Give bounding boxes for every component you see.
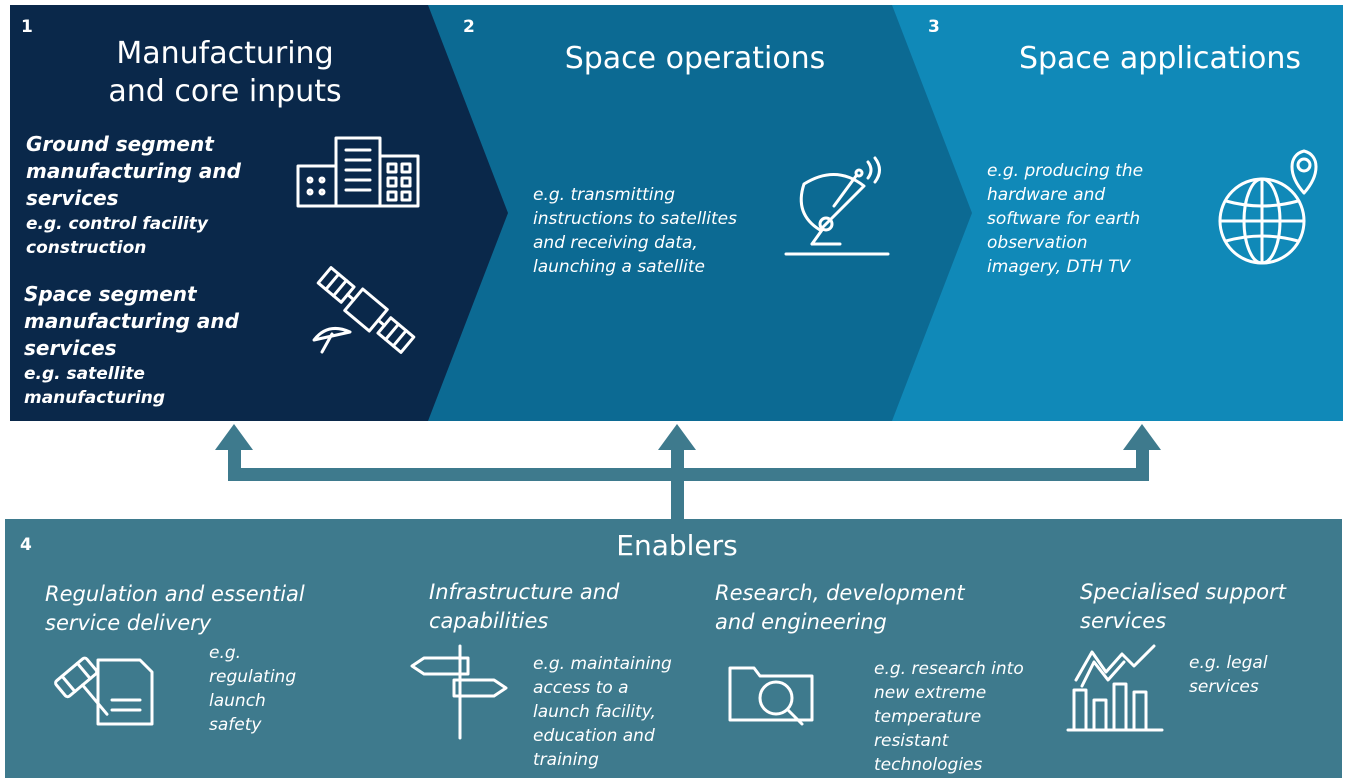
example-line: software for earth bbox=[987, 209, 1141, 229]
heading-line: Ground segment bbox=[26, 132, 214, 156]
bar-chart-icon bbox=[1066, 644, 1164, 732]
signpost-icon bbox=[410, 644, 508, 740]
globe-pin-icon bbox=[1218, 149, 1318, 265]
space-applications-example: e.g. producing the hardware and software… bbox=[987, 159, 1187, 279]
example-line: and receiving data, bbox=[533, 233, 698, 253]
enablers-panel bbox=[5, 519, 1342, 778]
enabler-infrastructure-example: e.g. maintaining access to a launch faci… bbox=[533, 652, 713, 772]
example-line: construction bbox=[26, 238, 147, 258]
heading-line: manufacturing and bbox=[24, 309, 239, 333]
example-line: access to a bbox=[533, 678, 629, 698]
panel-number-4: 4 bbox=[20, 535, 32, 555]
space-segment-example: e.g. satellite manufacturing bbox=[24, 362, 284, 410]
example-line: safety bbox=[209, 715, 262, 735]
panel-title-space-operations: Space operations bbox=[564, 41, 826, 76]
example-line: launch facility, bbox=[533, 702, 656, 722]
connector-horizontal bbox=[228, 468, 1149, 481]
example-line: e.g. satellite bbox=[24, 364, 145, 384]
arrow-to-space-operations bbox=[658, 424, 696, 450]
example-line: e.g. control facility bbox=[26, 214, 208, 234]
ground-segment-text: Ground segment manufacturing and service… bbox=[26, 131, 286, 260]
enablers-title: Enablers bbox=[616, 529, 738, 562]
title-line: Manufacturing bbox=[116, 36, 334, 71]
example-line: launching a satellite bbox=[533, 257, 706, 277]
connector-centre-vertical bbox=[671, 448, 684, 523]
example-line: imagery, DTH TV bbox=[987, 257, 1131, 277]
example-line: resistant bbox=[874, 731, 949, 751]
panel-title-manufacturing: Manufacturing and core inputs bbox=[70, 35, 380, 111]
example-line: e.g. maintaining bbox=[533, 654, 672, 674]
panel-number-2: 2 bbox=[463, 17, 475, 37]
arrow-to-manufacturing bbox=[215, 424, 253, 450]
example-line: services bbox=[1189, 677, 1259, 697]
panel-title-space-applications: Space applications bbox=[1018, 41, 1302, 76]
panel-number-1: 1 bbox=[21, 17, 33, 37]
space-segment-text: Space segment manufacturing and services… bbox=[24, 281, 284, 410]
title-line: and core inputs bbox=[108, 74, 342, 109]
gavel-document-icon bbox=[54, 656, 154, 726]
example-line: temperature bbox=[874, 707, 982, 727]
example-line: new extreme bbox=[874, 683, 987, 703]
satellite-icon bbox=[312, 266, 416, 354]
enabler-regulation-heading: Regulation and essential service deliver… bbox=[45, 580, 365, 638]
connector-arrows bbox=[215, 424, 1161, 523]
heading-line: Regulation and essential bbox=[45, 582, 305, 606]
enabler-regulation-example: e.g. regulating launch safety bbox=[209, 641, 329, 737]
enabler-infrastructure-heading: Infrastructure and capabilities bbox=[429, 578, 689, 636]
heading-line: services bbox=[24, 336, 117, 360]
arrow-to-space-applications bbox=[1123, 424, 1161, 450]
heading-line: Space segment bbox=[24, 282, 197, 306]
example-line: training bbox=[533, 750, 599, 770]
space-segment-heading: Space segment manufacturing and services bbox=[24, 281, 284, 362]
enabler-specialised-example: e.g. legal services bbox=[1189, 651, 1309, 699]
panel-space-applications-shape bbox=[862, 5, 1343, 421]
example-line: education and bbox=[533, 726, 655, 746]
panel-space-operations-shape bbox=[398, 5, 972, 421]
example-line: e.g. transmitting bbox=[533, 185, 676, 205]
ground-segment-example: e.g. control facility construction bbox=[26, 212, 286, 260]
heading-line: Specialised support bbox=[1080, 580, 1286, 604]
example-line: e.g. research into bbox=[874, 659, 1024, 679]
value-chain-panels bbox=[10, 5, 1343, 421]
heading-line: and engineering bbox=[715, 610, 887, 634]
example-line: technologies bbox=[874, 755, 983, 775]
example-line: instructions to satellites bbox=[533, 209, 737, 229]
panel-manufacturing-shape bbox=[10, 5, 508, 421]
example-line: manufacturing bbox=[24, 388, 166, 408]
heading-line: capabilities bbox=[429, 609, 549, 633]
enabler-research-example: e.g. research into new extreme temperatu… bbox=[874, 657, 1054, 777]
example-line: launch bbox=[209, 691, 266, 711]
example-line: observation bbox=[987, 233, 1088, 253]
example-line: regulating bbox=[209, 667, 297, 687]
building-icon bbox=[296, 136, 420, 208]
panel-number-3: 3 bbox=[928, 17, 940, 37]
satellite-dish-icon bbox=[784, 156, 890, 256]
heading-line: manufacturing and bbox=[26, 159, 241, 183]
space-operations-example: e.g. transmitting instructions to satell… bbox=[533, 183, 783, 279]
heading-line: services bbox=[26, 186, 119, 210]
example-line: e.g. legal bbox=[1189, 653, 1268, 673]
heading-line: service delivery bbox=[45, 611, 212, 635]
example-line: hardware and bbox=[987, 185, 1106, 205]
enabler-research-heading: Research, development and engineering bbox=[715, 579, 1015, 637]
heading-line: Infrastructure and bbox=[429, 580, 620, 604]
folder-magnifier-icon bbox=[728, 666, 814, 726]
example-line: e.g. bbox=[209, 643, 242, 663]
example-line: e.g. producing the bbox=[987, 161, 1144, 181]
heading-line: Research, development bbox=[715, 581, 965, 605]
enabler-specialised-heading: Specialised support services bbox=[1080, 578, 1330, 636]
heading-line: services bbox=[1080, 609, 1167, 633]
ground-segment-heading: Ground segment manufacturing and service… bbox=[26, 131, 286, 212]
